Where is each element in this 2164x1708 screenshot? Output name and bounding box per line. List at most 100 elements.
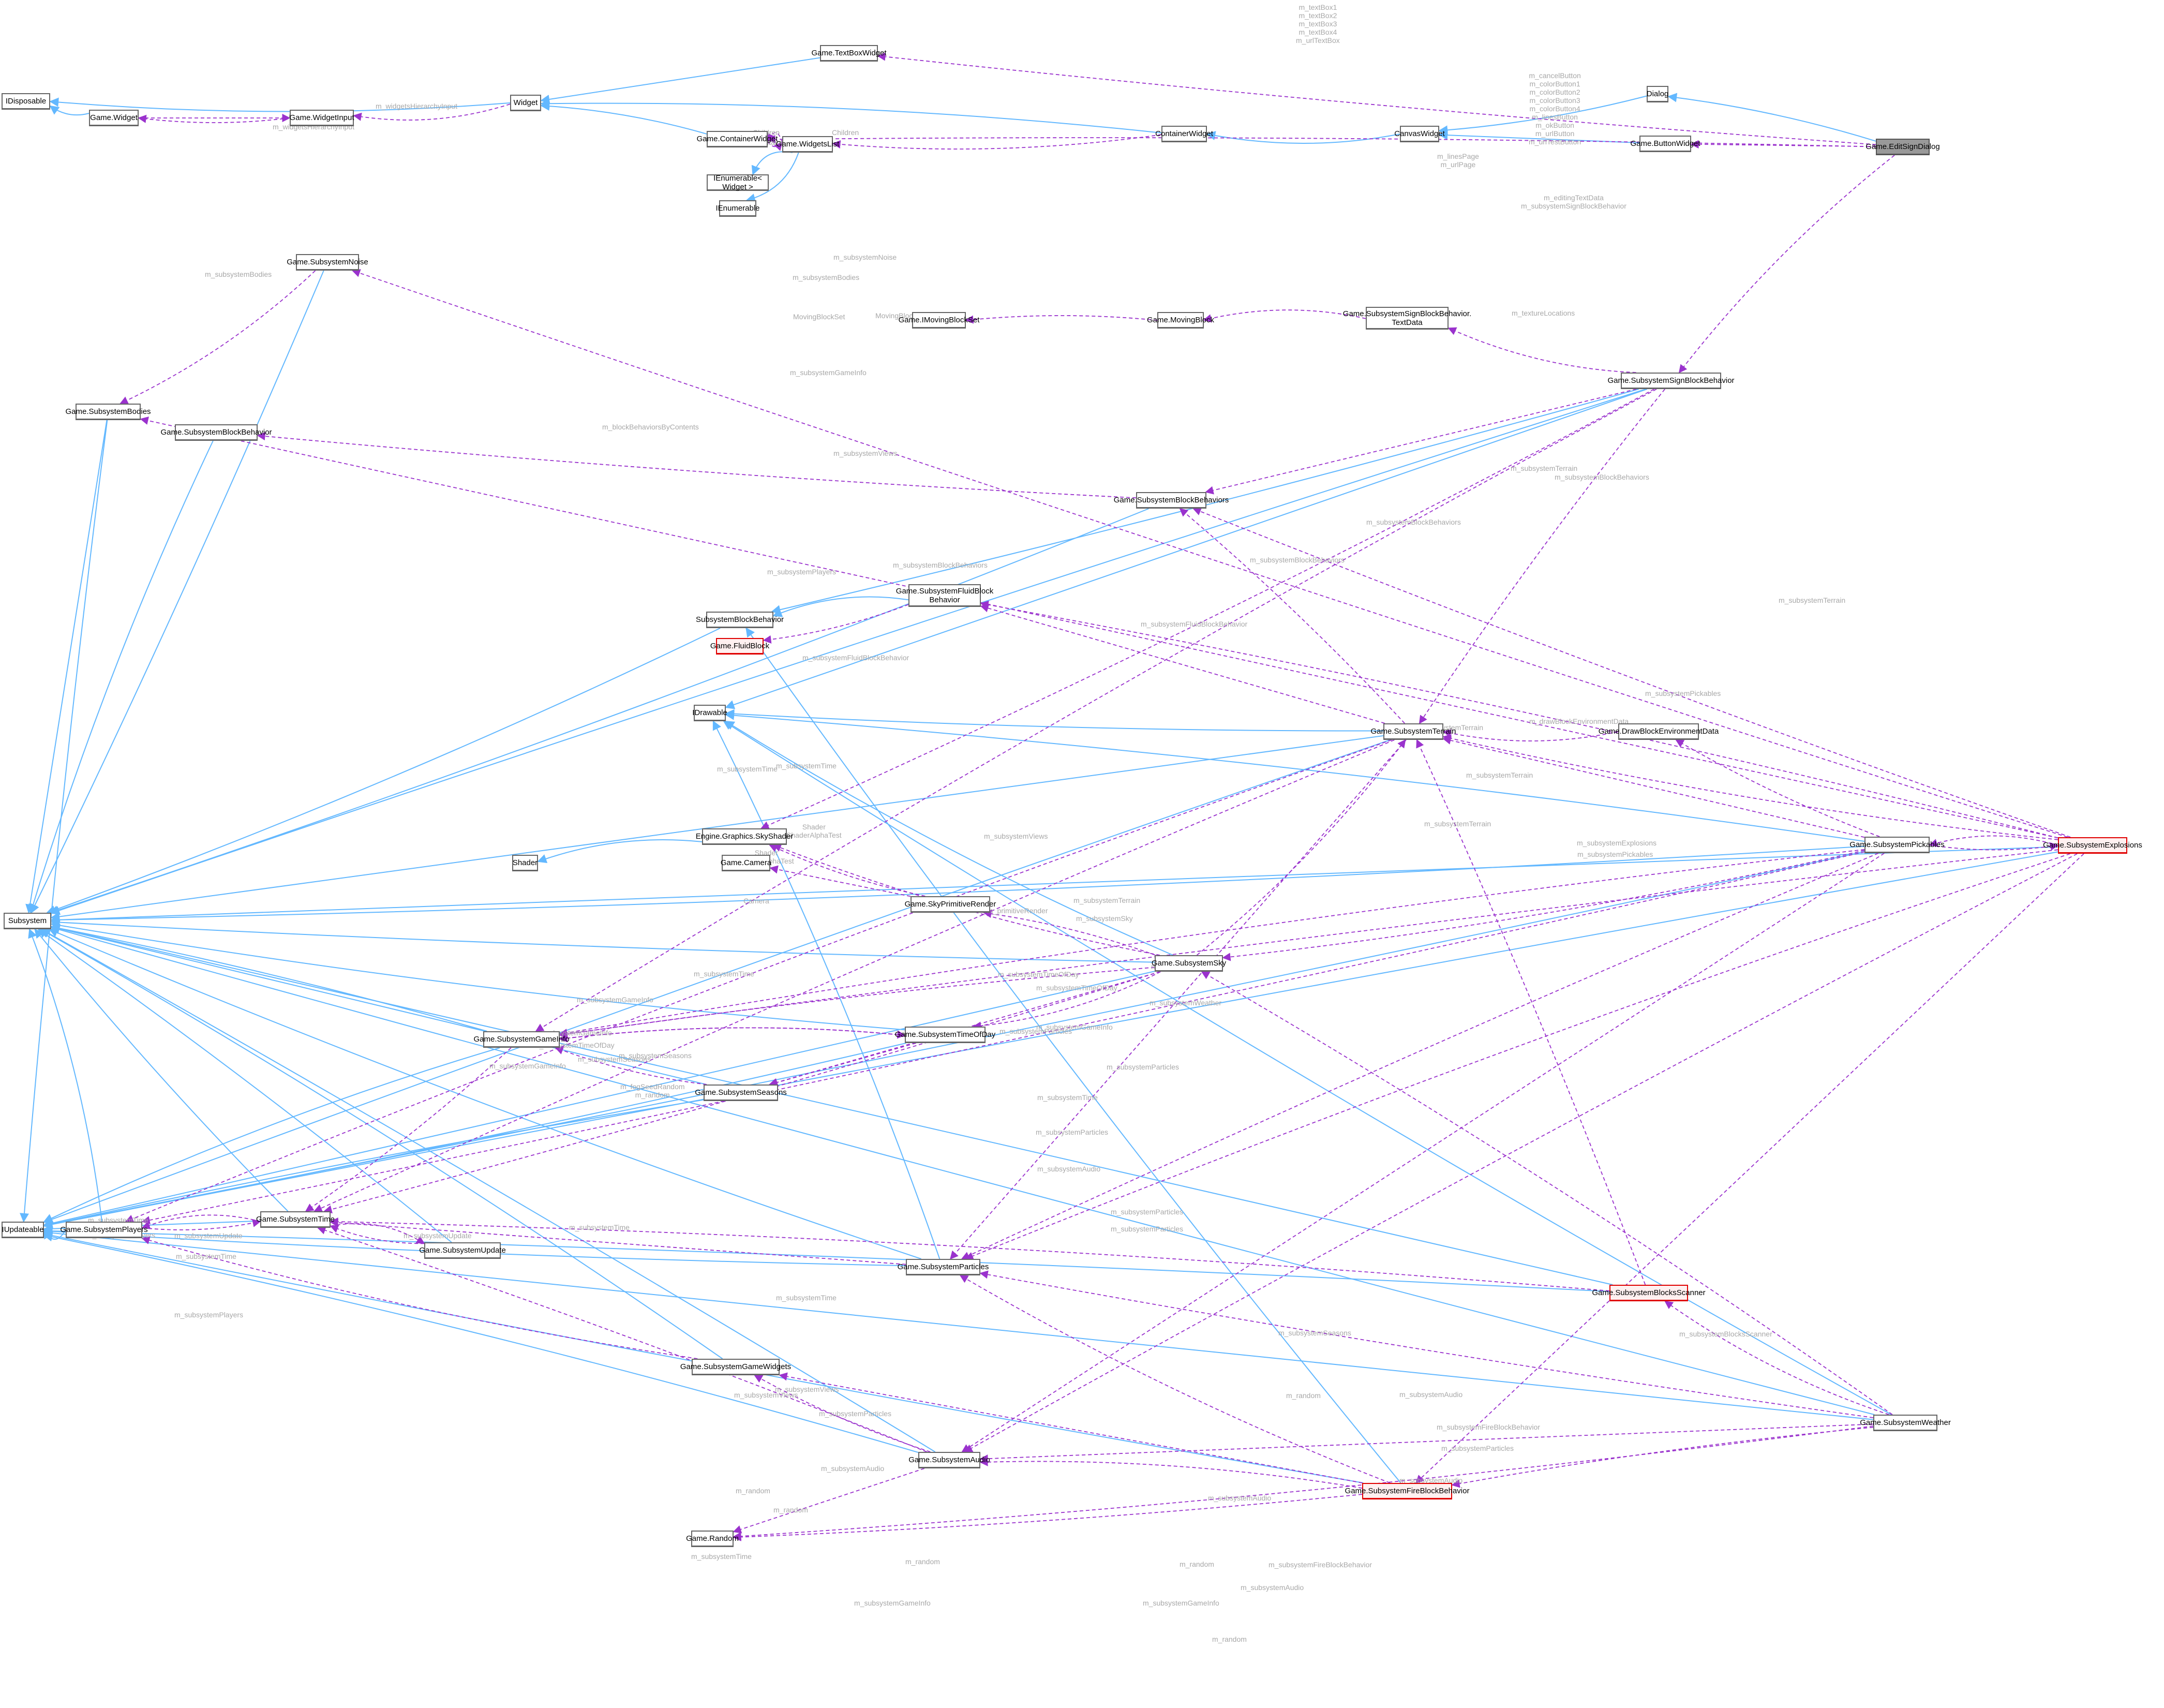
usage-edge: [138, 114, 290, 123]
class-node-game-subsystem-players[interactable]: Game.SubsystemPlayers: [60, 1222, 148, 1238]
class-node-game-subsystem-explosions[interactable]: Game.SubsystemExplosions: [2043, 837, 2142, 854]
inheritance-edge: [43, 1232, 919, 1453]
edge-label: m_subsystemGameInfo: [489, 1062, 566, 1070]
class-node-game-widget-input[interactable]: Game.WidgetInput: [289, 110, 354, 126]
class-node-game-camera[interactable]: Game.Camera: [721, 855, 771, 871]
class-node-game-subsystem-weather[interactable]: Game.SubsystemWeather: [1860, 1415, 1951, 1431]
edge-label: m_subsystemTime: [176, 1252, 236, 1260]
class-node-shader[interactable]: Shader: [512, 855, 538, 871]
class-node-subsystem-block-behavior[interactable]: SubsystemBlockBehavior: [696, 612, 784, 628]
class-node-game-subsystem-update[interactable]: Game.SubsystemUpdate: [419, 1242, 506, 1259]
inheritance-edge: [20, 420, 108, 1223]
inheritance-edge: [37, 928, 452, 1243]
class-node-game-subsystem-fire-block-behavior[interactable]: Game.SubsystemFireBlockBehavior: [1345, 1483, 1469, 1499]
usage-edge: [125, 739, 1392, 1223]
usage-edge: [763, 604, 909, 644]
class-node-game-subsystem-game-info[interactable]: Game.SubsystemGameInfo: [473, 1031, 570, 1048]
class-node-ienumerable-widget[interactable]: IEnumerable< Widget >: [707, 174, 769, 191]
class-node-game-sign-text-data[interactable]: Game.SubsystemSignBlockBehavior. TextDat…: [1343, 307, 1471, 330]
class-node-game-subsystem-blocks-scanner[interactable]: Game.SubsystemBlocksScanner: [1592, 1285, 1706, 1301]
class-node-game-button-widget[interactable]: Game.ButtonWidget: [1630, 136, 1700, 152]
edge-label: m_subsystemFluidBlockBehavior: [1141, 620, 1248, 628]
usage-edge: [961, 853, 1879, 1260]
class-node-game-subsystem-pickables[interactable]: Game.SubsystemPickables: [1849, 837, 1945, 853]
class-node-game-subsystem-time[interactable]: Game.SubsystemTime: [256, 1211, 335, 1228]
class-node-game-subsystem-bodies[interactable]: Game.SubsystemBodies: [65, 404, 151, 420]
class-node-idisposable[interactable]: IDisposable: [2, 93, 50, 110]
class-node-game-container-widget[interactable]: Game.ContainerWidget: [697, 131, 778, 147]
class-node-ienumerable[interactable]: IEnumerable: [715, 200, 760, 217]
class-node-widget[interactable]: Widget: [510, 95, 541, 111]
edge-label: m_subsystemBlockBehaviors: [1555, 473, 1649, 481]
class-node-game-fluid-block[interactable]: Game.FluidBlock: [710, 638, 769, 655]
inheritance-edge: [28, 928, 102, 1222]
usage-edge: [120, 270, 316, 405]
class-node-container-widget[interactable]: ContainerWidget: [1155, 126, 1213, 142]
class-node-canvas-widget[interactable]: CanvasWidget: [1394, 126, 1445, 142]
edge-label: m_subsystemPickables: [1645, 689, 1721, 697]
class-node-game-draw-block-environment-data[interactable]: Game.DrawBlockEnvironmentData: [1599, 723, 1719, 740]
usage-edge: [330, 1217, 1610, 1291]
class-node-game-imoving-block-set[interactable]: Game.IMovingBlockSet: [899, 312, 979, 329]
edge-label: m_subsystemTerrain: [1779, 596, 1846, 604]
edge-label: m_subsystemBlocksScanner: [1679, 1330, 1772, 1338]
inheritance-edge: [50, 924, 1613, 1285]
inheritance-edge: [43, 739, 1391, 1224]
edge-label: m_random: [905, 1557, 940, 1566]
inheritance-edge: [540, 57, 820, 104]
inheritance-edge: [1206, 131, 1400, 144]
usage-edge: [1179, 508, 1405, 724]
inheritance-edge: [43, 1099, 704, 1229]
edge-label: m_subsystemSeasons: [619, 1051, 692, 1060]
class-node-subsystem[interactable]: Subsystem: [4, 913, 51, 929]
usage-edge: [140, 416, 2058, 839]
inheritance-edge: [50, 845, 1865, 925]
inheritance-edge: [49, 508, 1149, 915]
class-node-game-text-box-widget[interactable]: Game.TextBoxWidget: [811, 45, 887, 62]
inheritance-edge: [745, 627, 1401, 1483]
edge-label: m_subsystemAudio: [1241, 1583, 1304, 1592]
class-node-game-random[interactable]: Game.Random: [686, 1531, 739, 1547]
class-node-game-widget[interactable]: Game.Widget: [89, 110, 139, 126]
class-node-game-sky-primitive-render[interactable]: Game.SkyPrimitiveRender: [905, 896, 996, 913]
class-node-game-subsystem-block-behavior[interactable]: Game.SubsystemBlockBehavior: [160, 424, 272, 441]
usage-edge: [1442, 736, 1865, 838]
inheritance-edge: [745, 152, 799, 203]
usage-edge: [1205, 389, 1637, 495]
edge-label: m_subsystemViews: [984, 832, 1048, 840]
class-node-game-widgets-list[interactable]: Game.WidgetsList: [776, 136, 839, 153]
class-node-game-subsystem-terrain[interactable]: Game.SubsystemTerrain: [1370, 723, 1456, 740]
class-node-game-subsystem-block-behaviors[interactable]: Game.SubsystemBlockBehaviors: [1114, 492, 1229, 509]
edge-label: m_subsystemFluidBlockBehavior: [802, 654, 909, 662]
class-node-idrawable[interactable]: IDrawable: [692, 705, 727, 721]
inheritance-edge: [46, 628, 721, 914]
edge-label: m_subsystemBodies: [205, 270, 272, 278]
class-node-game-edit-sign-dialog[interactable]: Game.EditSignDialog: [1865, 139, 1940, 155]
edge-label: m_subsystemAudio: [1208, 1494, 1272, 1502]
edge-label: m_subsystemPlayers: [174, 1311, 244, 1319]
edge-label: m_subsystemWeather: [1150, 999, 1222, 1007]
class-node-game-subsystem-audio[interactable]: Game.SubsystemAudio: [908, 1452, 990, 1468]
inheritance-edge: [1438, 95, 1647, 135]
class-node-game-moving-block[interactable]: Game.MovingBlock: [1147, 312, 1214, 329]
class-node-game-subsystem-seasons[interactable]: Game.SubsystemSeasons: [695, 1085, 787, 1101]
usage-edge: [979, 1458, 1363, 1489]
class-node-dialog[interactable]: Dialog: [1647, 86, 1668, 102]
class-node-iupdateable[interactable]: IUpdateable: [2, 1222, 44, 1238]
class-node-game-subsystem-noise[interactable]: Game.SubsystemNoise: [287, 254, 368, 271]
inheritance-edge: [50, 917, 1155, 963]
class-node-game-subsystem-fluid-block-behavior[interactable]: Game.SubsystemFluidBlock Behavior: [896, 584, 993, 607]
edge-label: m_subsystemTimeOfDay: [1036, 984, 1117, 992]
usage-edge: [964, 853, 2078, 1452]
inheritance-edge: [34, 928, 289, 1212]
class-node-game-subsystem-time-of-day[interactable]: Game.SubsystemTimeOfDay: [895, 1027, 995, 1043]
class-node-engine-graphics-sky-shader[interactable]: Engine.Graphics.SkyShader: [696, 828, 793, 845]
class-node-game-subsystem-sky[interactable]: Game.SubsystemSky: [1152, 955, 1226, 972]
edge-label: m_random: [1286, 1391, 1321, 1400]
class-node-game-subsystem-particles[interactable]: Game.SubsystemParticles: [898, 1259, 989, 1275]
usage-edge: [1192, 507, 2071, 838]
class-node-game-subsystem-sign-block-behavior[interactable]: Game.SubsystemSignBlockBehavior: [1607, 373, 1735, 389]
inheritance-edge: [43, 1047, 500, 1223]
class-node-game-subsystem-game-widgets[interactable]: Game.SubsystemGameWidgets: [680, 1359, 791, 1375]
edge-label: m_editingTextData m_subsystemSignBlockBe…: [1521, 194, 1626, 210]
